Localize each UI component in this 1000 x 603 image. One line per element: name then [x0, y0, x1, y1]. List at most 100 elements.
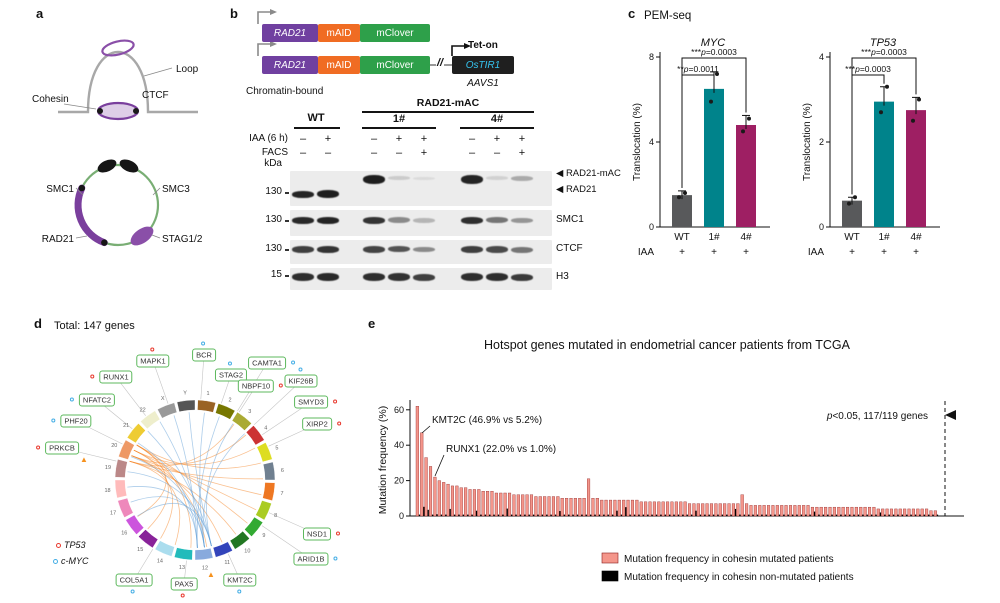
non-mutated-frequency-bar [849, 514, 851, 516]
chromosome-segment-5 [256, 442, 273, 463]
translocation-chord-orange [129, 424, 235, 467]
red-dot-icon [181, 593, 185, 598]
mutated-frequency-bar [543, 496, 547, 517]
blue-dot-icon [236, 589, 241, 594]
non-mutated-frequency-bar [774, 514, 776, 516]
y-axis-label: Translocation (%) [802, 103, 813, 181]
non-mutated-frequency-bar [660, 514, 662, 516]
mutated-frequency-bar [911, 508, 915, 517]
y-tick-label: 4 [649, 137, 654, 147]
protein-band [486, 217, 508, 223]
panel-label-b: b [230, 6, 238, 21]
panel-label-c: c [628, 6, 636, 21]
non-mutated-frequency-bar [423, 506, 425, 516]
non-mutated-frequency-bar [581, 514, 583, 516]
mutated-frequency-bar [819, 506, 823, 517]
significance-label: ***p=0.0003 [845, 64, 891, 74]
translocation-chord-orange [131, 455, 174, 539]
maid-tag-text: mAID [326, 59, 352, 71]
mutated-frequency-bar [652, 501, 656, 517]
ostir1-gene-box: OsTIR1 [452, 56, 514, 74]
rad21-gene-text: RAD21 [273, 27, 307, 39]
mutated-frequency-bar [442, 482, 446, 517]
smc1-pointer-line [75, 187, 84, 196]
band-label: ◀ RAD21-mAC [556, 168, 621, 179]
mutated-frequency-bar [723, 503, 727, 517]
mutated-frequency-bar [617, 499, 621, 517]
legend-label: Mutation frequency in cohesin mutated pa… [624, 554, 834, 565]
mutated-frequency-bar [745, 503, 749, 517]
non-mutated-frequency-bar [717, 514, 719, 516]
non-mutated-frequency-bar [629, 514, 631, 516]
mutated-frequency-bar [468, 489, 472, 517]
mutated-frequency-bar [898, 508, 902, 517]
non-mutated-frequency-bar [607, 514, 609, 516]
chromosome-segment-12 [194, 547, 214, 561]
red-dot-icon [36, 445, 41, 449]
gene-box-col5a1: COL5A1 [115, 573, 153, 594]
translocation-chord-orange [133, 449, 257, 511]
tet-on-arrowhead-icon [464, 43, 471, 49]
mutated-frequency-bar [433, 476, 437, 517]
non-mutated-frequency-bar [590, 514, 592, 516]
loop-label: Loop [176, 64, 199, 75]
non-mutated-frequency-bar [704, 514, 706, 516]
chromosome-segment-13 [174, 547, 193, 561]
non-mutated-frequency-bar [721, 514, 724, 516]
mutated-frequency-bar [854, 506, 858, 517]
non-mutated-frequency-bar [778, 514, 781, 516]
protein-band [511, 247, 533, 253]
mutated-frequency-bar [565, 498, 569, 517]
non-mutated-frequency-bar [936, 514, 939, 516]
circos-legend-myc: c-MYC [53, 556, 89, 566]
translocation-chord-orange [129, 460, 263, 480]
kda-marker: 130 [265, 186, 282, 197]
iaa-label: IAA [808, 247, 824, 258]
non-mutated-frequency-bar [598, 514, 601, 516]
mutated-frequency-bar [679, 501, 683, 517]
chromosome-segment-X [157, 402, 178, 419]
non-mutated-frequency-bar [770, 514, 772, 516]
mutated-frequency-bar [670, 501, 674, 517]
smc1-head [97, 159, 117, 173]
data-dot [709, 99, 713, 104]
gene-box-camta1: CAMTA1 [248, 356, 295, 370]
non-mutated-frequency-bar [748, 514, 750, 516]
chromosome-segment-7 [262, 482, 276, 501]
mutated-frequency-bar [674, 501, 678, 517]
myc-legend-label: c-MYC [61, 556, 89, 566]
mutated-frequency-bar [797, 505, 801, 517]
ctcf-site-right [133, 108, 139, 114]
chart-title: TP53 [870, 37, 897, 49]
non-mutated-frequency-bar [638, 514, 640, 516]
y-tick-label: 20 [394, 476, 404, 486]
iaa-value: – [370, 133, 378, 145]
kda-tick-mark [285, 249, 289, 251]
tp53-legend-label: TP53 [64, 540, 86, 550]
non-mutated-frequency-bar [436, 514, 438, 516]
iaa-value: – [299, 133, 307, 145]
non-mutated-frequency-bar [633, 514, 636, 516]
non-mutated-frequency-bar [743, 514, 745, 516]
mutated-frequency-bar [455, 485, 459, 517]
significance-note: p<0.05, 117/119 genes [826, 411, 928, 422]
chromosome-label-1: 1 [206, 391, 209, 397]
gene-box-xirp2: XIRP2 [302, 417, 341, 431]
non-mutated-frequency-bar [453, 514, 456, 516]
tet-on-label: Tet-on [468, 40, 498, 51]
non-mutated-frequency-bar [840, 514, 842, 516]
chromosome-label-15: 15 [137, 547, 143, 553]
mutated-frequency-bar [889, 508, 893, 517]
non-mutated-frequency-bar [813, 511, 816, 516]
mutated-frequency-bar [753, 505, 757, 517]
chromatin-strand [58, 51, 198, 114]
mutated-frequency-bar [832, 506, 836, 517]
chromosome-segment-16 [125, 514, 145, 535]
chromosome-label-16: 16 [121, 530, 127, 536]
chromosome-label-21: 21 [123, 423, 129, 429]
cohesin-ring-apex [101, 39, 135, 57]
data-dot [683, 191, 687, 195]
mutated-frequency-bar [512, 494, 516, 517]
iaa-value: + [743, 247, 749, 258]
